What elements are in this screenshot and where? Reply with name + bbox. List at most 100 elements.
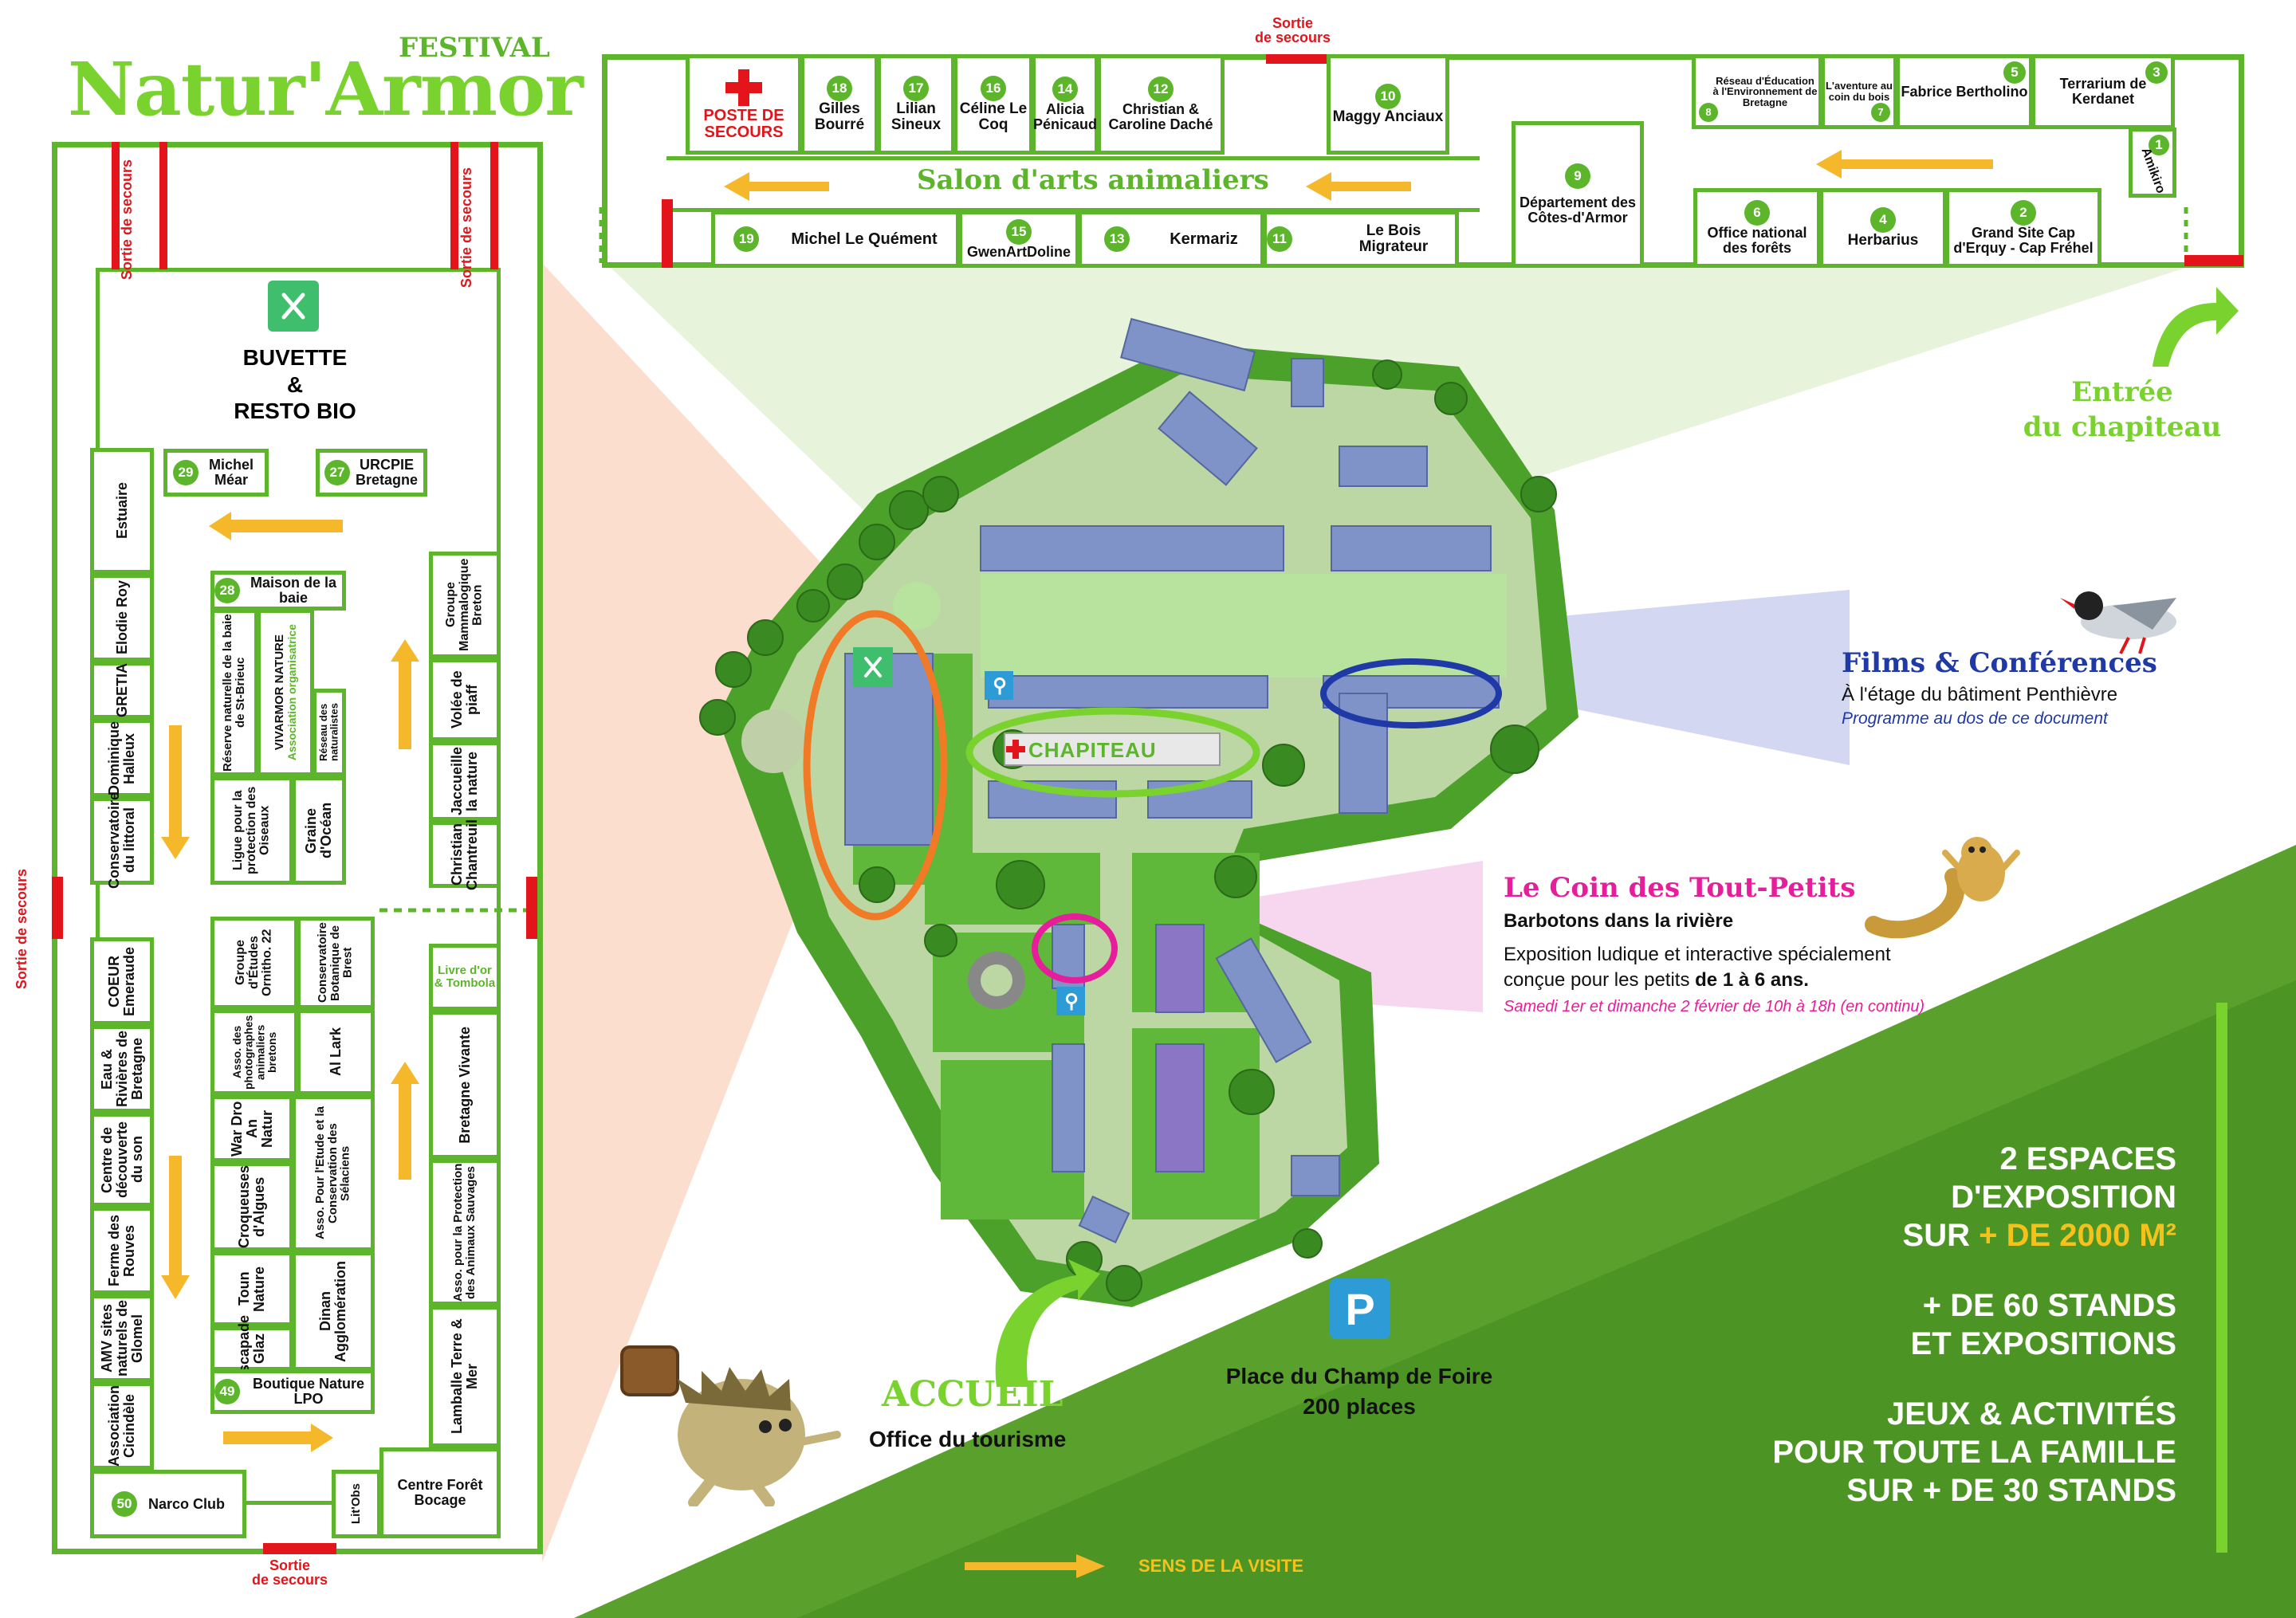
stand-45[interactable]: Toun Nature [210,1251,293,1326]
stand-31[interactable]: Elodie Roy [90,574,154,662]
arrow-left-icon [1816,150,1993,179]
stand-23[interactable]: Réseau des naturalistes [313,689,346,776]
stand-21[interactable]: Graine d'Océan [292,776,346,885]
visit-direction-legend-arrow-icon [965,1554,1105,1578]
stats-line: D'EXPOSITION [1951,1180,2176,1215]
tree-icon [796,589,830,622]
restaurant-icon [853,647,893,687]
parking-label: Place du Champ de Foire 200 places [1196,1361,1523,1422]
stand-number: 3 [2145,61,2168,84]
stand-46[interactable]: AMV sites naturels de Glomel [90,1294,154,1382]
arrow-right-icon [223,1424,333,1452]
tree-icon [922,476,959,512]
exit-bar [52,877,63,939]
stand-48[interactable]: Association Cicindèle [90,1382,154,1470]
stand-44[interactable]: Ferme des Rouves [90,1207,154,1294]
stand-42[interactable]: Centre de découverte du son [90,1113,154,1207]
stand-number: 27 [324,460,350,485]
stand-57[interactable]: Bretagne Vivante [429,1011,501,1159]
parking-line: 200 places [1303,1393,1416,1419]
chapiteau-highlight [965,707,1260,798]
left-hall-beam [542,263,861,1562]
stand-47[interactable]: Escapade Glaz [210,1315,293,1382]
stand-52[interactable]: Centre Forêt Bocage [379,1447,501,1538]
stand-38[interactable]: COEUR Emeraude [90,937,154,1025]
exit-bar [1266,54,1339,64]
stand-58[interactable]: Al Lark [297,1009,375,1095]
hedgehog-illustration [620,1345,841,1506]
stand-number: 49 [214,1379,240,1404]
toutpetits-desc: Exposition ludique et interactive spécia… [1504,944,1891,965]
tree-icon [859,866,895,903]
exit-bar [263,1543,336,1554]
stand-53[interactable]: Lamballe Terre & Mer [429,1306,501,1447]
stats-text: + DE 2000 M² [1979,1218,2176,1253]
restroom-icon: ⚲ [1064,991,1079,1012]
building [988,675,1268,709]
stand-number: 18 [827,76,852,102]
stand-56[interactable]: Asso. Pour l'Etude et la Conservation de… [292,1095,375,1251]
stand-25[interactable]: Volée de piaff [429,658,501,741]
stand-number: 15 [1006,218,1032,245]
stand-number: 6 [1744,200,1770,226]
arrow-up-icon [391,1062,419,1180]
stand-36[interactable]: Conservatoire du littoral [90,792,154,890]
stand-name: L'aventure au coin du bois [1825,80,1893,103]
stand-name: Christian & Caroline Daché [1108,101,1213,132]
stand-40[interactable]: Eau & Rivières de Bretagne [90,1025,154,1113]
stand-name: Centre Forêt Bocage [397,1477,483,1508]
stand-39[interactable]: Conservatoire Botanique de Brest [297,917,375,1009]
stand-32[interactable]: GRETIA [90,662,154,719]
parking-line: Place du Champ de Foire [1225,1364,1493,1388]
stand-30[interactable]: Estuaire [90,448,154,574]
stand-33[interactable]: Réserve naturelle de la baie de St-Brieu… [210,609,258,776]
stand-43[interactable]: Croqueuses d'Algues [210,1162,293,1251]
stand-26[interactable]: Groupe Mammalogique Breton [429,552,501,658]
livre-dor-tombola[interactable]: Livre d'or & Tombola [429,944,501,1011]
stand-37[interactable]: Groupe d'Études Ornitho. 22 [210,917,298,1009]
building [1291,358,1324,407]
mascot-illustration [1865,837,2020,939]
first-aid-post[interactable]: POSTE DE SECOURS [686,54,802,155]
stats-block: 2 ESPACES D'EXPOSITION SUR + DE 2000 M² … [1642,1140,2176,1510]
stand-41[interactable]: War Dro An Natur [210,1095,293,1162]
toutpetits-desc-2: conçue pour les petits de 1 à 6 ans. [1504,969,1924,992]
stand-20[interactable]: Christian Chantreuil [429,819,501,890]
stand-51[interactable]: Lit'Obs [332,1470,381,1538]
stand-34[interactable]: Dominique Halleux [90,719,154,797]
stand-22[interactable]: Jaccueille la nature [429,741,501,821]
stand-35[interactable]: Ligue pour la protection des Oiseaux [210,776,293,885]
tree-icon [1214,855,1257,898]
stats-text: SUR [1902,1218,1980,1253]
stand-photographes[interactable]: Asso. des photographes animaliers breton… [210,1009,298,1095]
restaurant-icon [268,281,319,332]
stand-number: 8 [1699,103,1718,122]
stand-55[interactable]: Asso. pour la Protection des Animaux Sau… [429,1159,501,1306]
stand-54[interactable]: Dinan Agglomération [292,1251,375,1371]
